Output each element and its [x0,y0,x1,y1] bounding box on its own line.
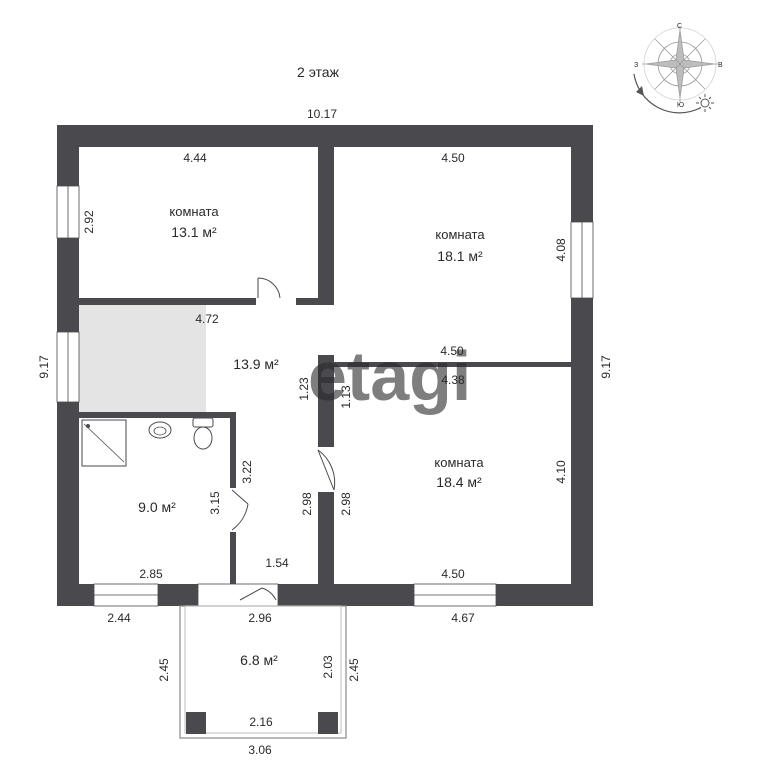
sun-icon [696,94,714,112]
dim-balcony-outer-bottom: 3.06 [248,743,272,757]
toilet-icon [192,417,214,450]
dim-room2-right: 4.08 [554,238,568,262]
balcony-area: 6.8 м² [240,652,278,668]
doors [231,277,336,601]
dim-room3-top: 4.38 [441,373,465,387]
dim-room3-bottom: 4.50 [441,567,465,581]
sink-icon [148,421,172,439]
dim-hall-left-2-98: 2.98 [300,492,314,516]
dim-bath-door: 3.22 [240,460,254,484]
svg-text:З: З [634,62,638,69]
dim-room2-top: 4.50 [441,151,465,165]
room-2-area: 18.1 м² [437,248,483,264]
dim-outer-bottom-right: 4.67 [451,611,475,625]
dim-wall-1-13: 1.13 [339,385,353,409]
svg-text:Ю: Ю [677,102,684,109]
dim-outer-bottom-mid: 2.96 [248,611,272,625]
dim-balcony-right: 2.45 [347,658,361,682]
dim-balcony-inner-bottom: 2.16 [249,715,273,729]
dim-left-total: 9.17 [37,355,51,379]
compass-icon: С Ю З В [633,23,723,114]
dim-room1-left: 2.92 [82,210,96,234]
svg-text:В: В [718,62,723,69]
balcony [179,605,347,739]
dim-room1-top: 4.44 [183,151,207,165]
dim-hall-top: 4.72 [195,312,219,326]
interior-walls [79,147,571,584]
dim-balcony-left: 2.45 [157,658,171,682]
bathroom-fill [79,305,206,412]
dim-room3-right: 4.10 [554,460,568,484]
shower-icon [81,419,127,467]
hall-area: 13.9 м² [233,356,279,372]
dim-bath-bottom: 2.85 [139,567,163,581]
windows [56,185,594,607]
room-1-area: 13.1 м² [171,224,217,240]
room-3-area: 18.4 м² [436,474,482,490]
dim-outer-bottom-left: 2.44 [107,611,131,625]
svg-text:С: С [677,23,682,30]
dim-hall-bottom: 1.54 [265,556,289,570]
dim-partition-top: 4.50 [440,344,464,358]
dim-wall-1-23: 1.23 [297,377,311,401]
dim-bath-side: 3.15 [208,491,222,515]
room-1-name: комната [169,204,219,219]
dim-room3-left-2-98: 2.98 [339,492,353,516]
watermark: etagi [308,337,471,415]
room-3-name: комната [434,455,484,470]
bathroom-area: 9.0 м² [138,499,176,515]
room-2-name: комната [435,227,485,242]
dim-overall-top: 10.17 [307,107,337,121]
dim-right-total: 9.17 [599,355,613,379]
dim-balcony-inner: 2.03 [321,655,335,679]
floor-label: 2 этаж [297,64,340,80]
